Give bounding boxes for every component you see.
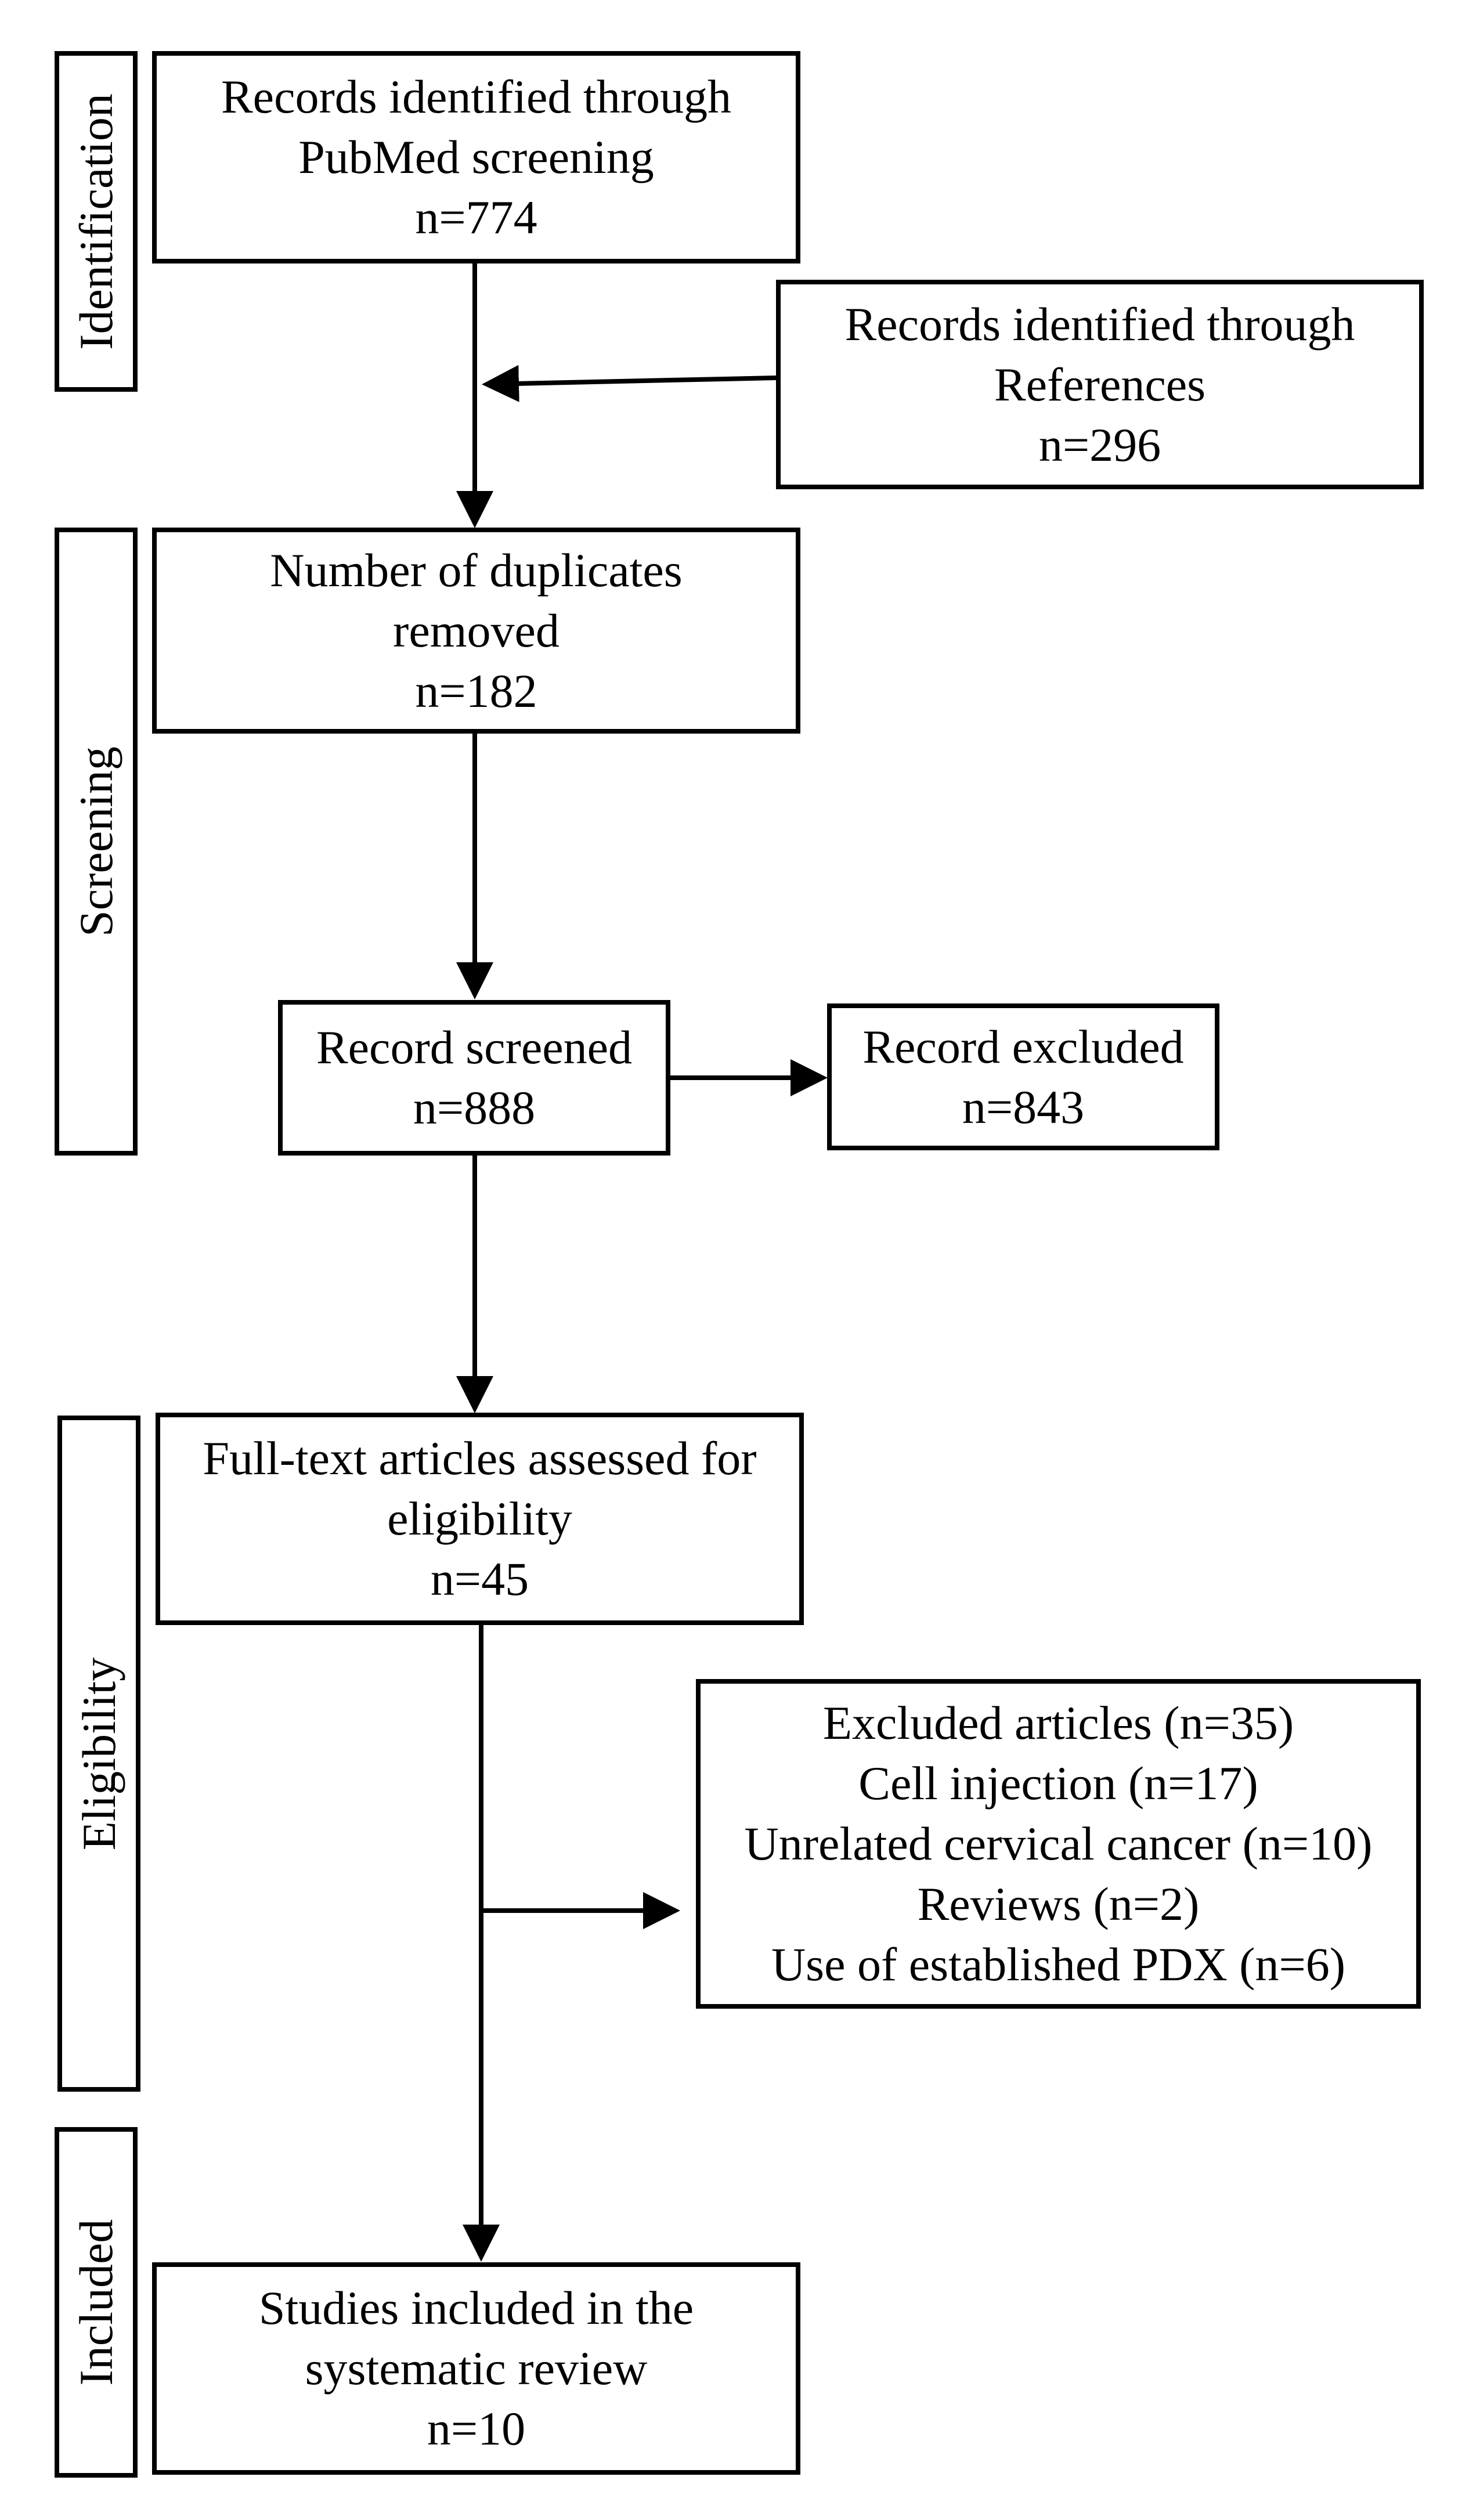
phase-included-label: Included	[69, 2219, 122, 2386]
box-line: Record excluded	[862, 1020, 1184, 1073]
box-line: Unrelated cervical cancer (n=10)	[744, 1817, 1373, 1870]
box-line: Records identified through	[844, 297, 1355, 351]
box-line: n=843	[962, 1080, 1085, 1133]
references-records-box: Records identified through References n=…	[776, 280, 1424, 489]
box-line: eligibility	[387, 1492, 572, 1545]
phase-identification-label: Identification	[69, 93, 122, 350]
box-line: n=182	[415, 664, 537, 717]
box-line: n=45	[430, 1553, 529, 1605]
box-line: n=888	[413, 1081, 536, 1134]
phase-included: Included	[55, 2127, 138, 2478]
fulltext-assessed-box: Full-text articles assessed for eligibil…	[156, 1413, 804, 1625]
box-line: n=296	[1038, 418, 1161, 471]
pubmed-records-box: Records identified through PubMed screen…	[152, 51, 800, 263]
excluded-articles-box: Excluded articles (n=35) Cell injection …	[696, 1679, 1421, 2009]
duplicates-removed-box: Number of duplicates removed n=182	[152, 528, 800, 734]
box-line: Records identified through	[221, 70, 732, 123]
box-line: n=10	[427, 2402, 526, 2455]
phase-eligibility-label: Eligibility	[72, 1657, 125, 1850]
records-excluded-box: Record excluded n=843	[827, 1003, 1219, 1150]
box-line: Full-text articles assessed for	[203, 1432, 757, 1485]
box-line: PubMed screening	[298, 131, 654, 183]
box-line: References	[994, 358, 1206, 411]
box-line: Record screened	[316, 1021, 633, 1074]
box-line: Cell injection (n=17)	[858, 1757, 1258, 1810]
phase-screening-label: Screening	[69, 746, 122, 937]
phase-screening: Screening	[55, 528, 138, 1156]
box-line: systematic review	[305, 2342, 648, 2395]
arrow-references-to-main	[482, 364, 777, 402]
box-line: Number of duplicates	[270, 543, 683, 597]
phase-identification: Identification	[55, 51, 138, 392]
box-line: n=774	[415, 191, 537, 244]
box-line: Reviews (n=2)	[917, 1878, 1200, 1930]
box-line: Studies included in the	[258, 2281, 694, 2334]
box-line: Use of established PDX (n=6)	[771, 1938, 1346, 1991]
records-screened-box: Record screened n=888	[278, 1000, 670, 1156]
box-line: removed	[393, 604, 560, 657]
box-line: Excluded articles (n=35)	[822, 1696, 1294, 1749]
included-studies-box: Studies included in the systematic revie…	[152, 2262, 800, 2475]
phase-eligibility: Eligibility	[57, 1416, 140, 2092]
